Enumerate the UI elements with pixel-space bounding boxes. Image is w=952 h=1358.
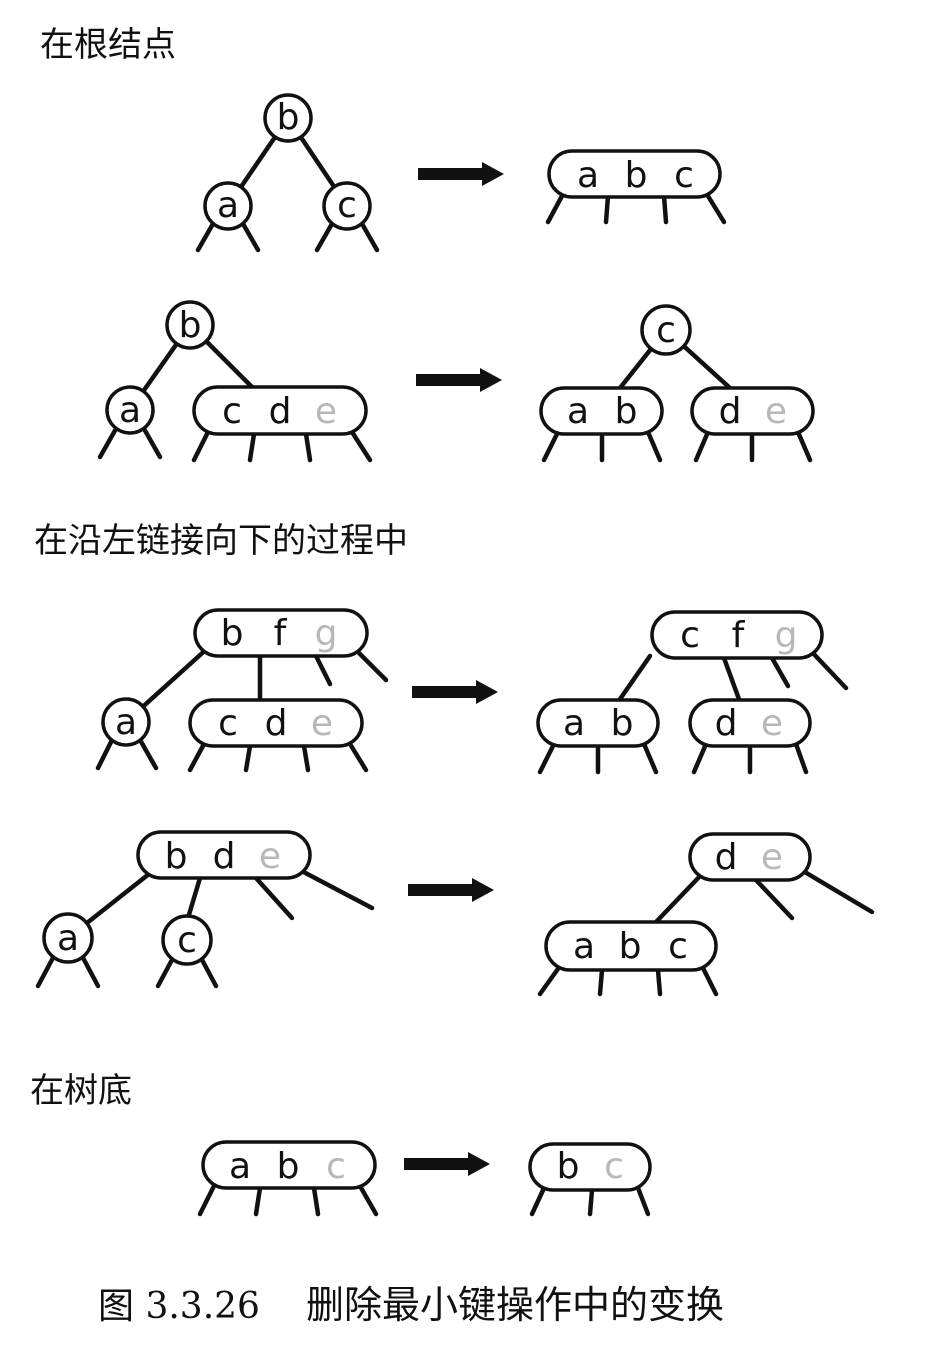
node-key: c [222,391,242,432]
row-1-after-tree: a b c [545,149,727,225]
node-key-faint: g [775,615,798,656]
tree-links [529,1185,651,1217]
node-key: f [732,615,746,656]
node-key: a [567,391,589,432]
node-key: b [557,1146,580,1187]
node-key: b [221,613,244,654]
tree-node: b [165,300,215,350]
tree-node: c [322,181,372,231]
tree-node: b f g [193,608,369,658]
node-key: a [577,155,599,196]
node-key: c [680,615,700,656]
tree-links [35,865,375,989]
node-key: d [213,836,236,877]
node-key: a [229,1146,251,1187]
node-key: b [615,391,638,432]
node-key-faint: e [761,703,783,744]
node-key-faint: c [604,1146,624,1187]
node-key-faint: e [315,391,337,432]
tree-links [541,327,813,463]
node-key-faint: e [259,836,281,877]
tree-links [197,1183,379,1217]
tree-node: a b c [544,920,718,972]
node-key: a [573,926,595,967]
tree-node: b [263,93,313,143]
node-key-faint: g [315,613,338,654]
row-2-after-tree: c a b d e [539,304,815,463]
node-key: c [337,185,357,226]
node-key-faint: e [765,391,787,432]
tree-node: c [161,914,213,966]
figure-number: 图 3.3.26 [98,1286,260,1327]
tree-node: a b [539,386,664,436]
section-label-left-descent: 在沿左链接向下的过程中 [34,521,408,561]
transform-arrow [408,878,494,902]
transform-arrow [418,162,504,186]
tree-node: c d e [188,698,364,748]
tree-node: d e [688,698,812,748]
node-key-faint: e [311,703,333,744]
row-2-before-tree: b a c d e [97,300,373,463]
section-label-root: 在根结点 [40,25,176,65]
node-key: b [277,97,300,138]
row-1-before-tree: b a c [195,93,380,253]
node-key: b [611,703,634,744]
node-key: a [119,390,141,431]
row-4-after-tree: d e a b c [537,832,875,997]
tree-node: b c [528,1142,652,1192]
node-key: a [563,703,585,744]
section-label-bottom: 在树底 [30,1071,132,1111]
row-3-before-tree: b f g a c d e [95,608,389,773]
transform-arrow [416,368,502,392]
tree-node: d e [690,386,815,436]
tree-links [537,647,849,775]
row-3-after-tree: c f g a b d e [536,610,849,775]
node-key: c [218,703,238,744]
tree-node: a b c [201,1140,377,1190]
tree-node: a [105,385,155,435]
node-key: c [674,155,694,196]
tree-node: d e [688,832,812,882]
node-key: c [668,926,688,967]
tree-node: a [101,697,151,747]
tree-links [537,865,875,997]
row-5-before-tree: a b c [197,1140,379,1217]
node-key: d [715,703,738,744]
tree-node: a [42,912,94,964]
figure-caption: 删除最小键操作中的变换 [306,1283,724,1327]
node-key: a [217,185,239,226]
node-key: b [625,155,648,196]
node-key: b [277,1146,300,1187]
node-key: d [715,837,738,878]
tree-node: c [640,304,692,356]
transform-arrow [404,1152,490,1176]
row-4-before-tree: b d e a c [35,830,375,989]
node-key-faint: c [326,1146,346,1187]
tree-node: a b c [547,149,722,199]
node-key: d [269,391,292,432]
transform-arrow [412,680,498,704]
node-key: b [619,926,642,967]
node-key: c [656,310,676,351]
tree-node: a b [536,698,660,748]
node-key-faint: e [761,837,783,878]
node-key: a [57,918,79,959]
tree-node: b d e [136,830,312,880]
tree-node: c d e [192,385,368,436]
node-key: f [274,613,288,654]
node-key: b [165,836,188,877]
node-key: b [179,305,202,346]
node-key: a [115,702,137,743]
row-5-after-tree: b c [528,1142,652,1217]
tree-links [545,193,727,225]
node-key: c [177,920,197,961]
node-key: d [265,703,288,744]
tree-node: a [203,181,253,231]
tree-node: c f g [650,610,824,660]
node-key: d [719,391,742,432]
